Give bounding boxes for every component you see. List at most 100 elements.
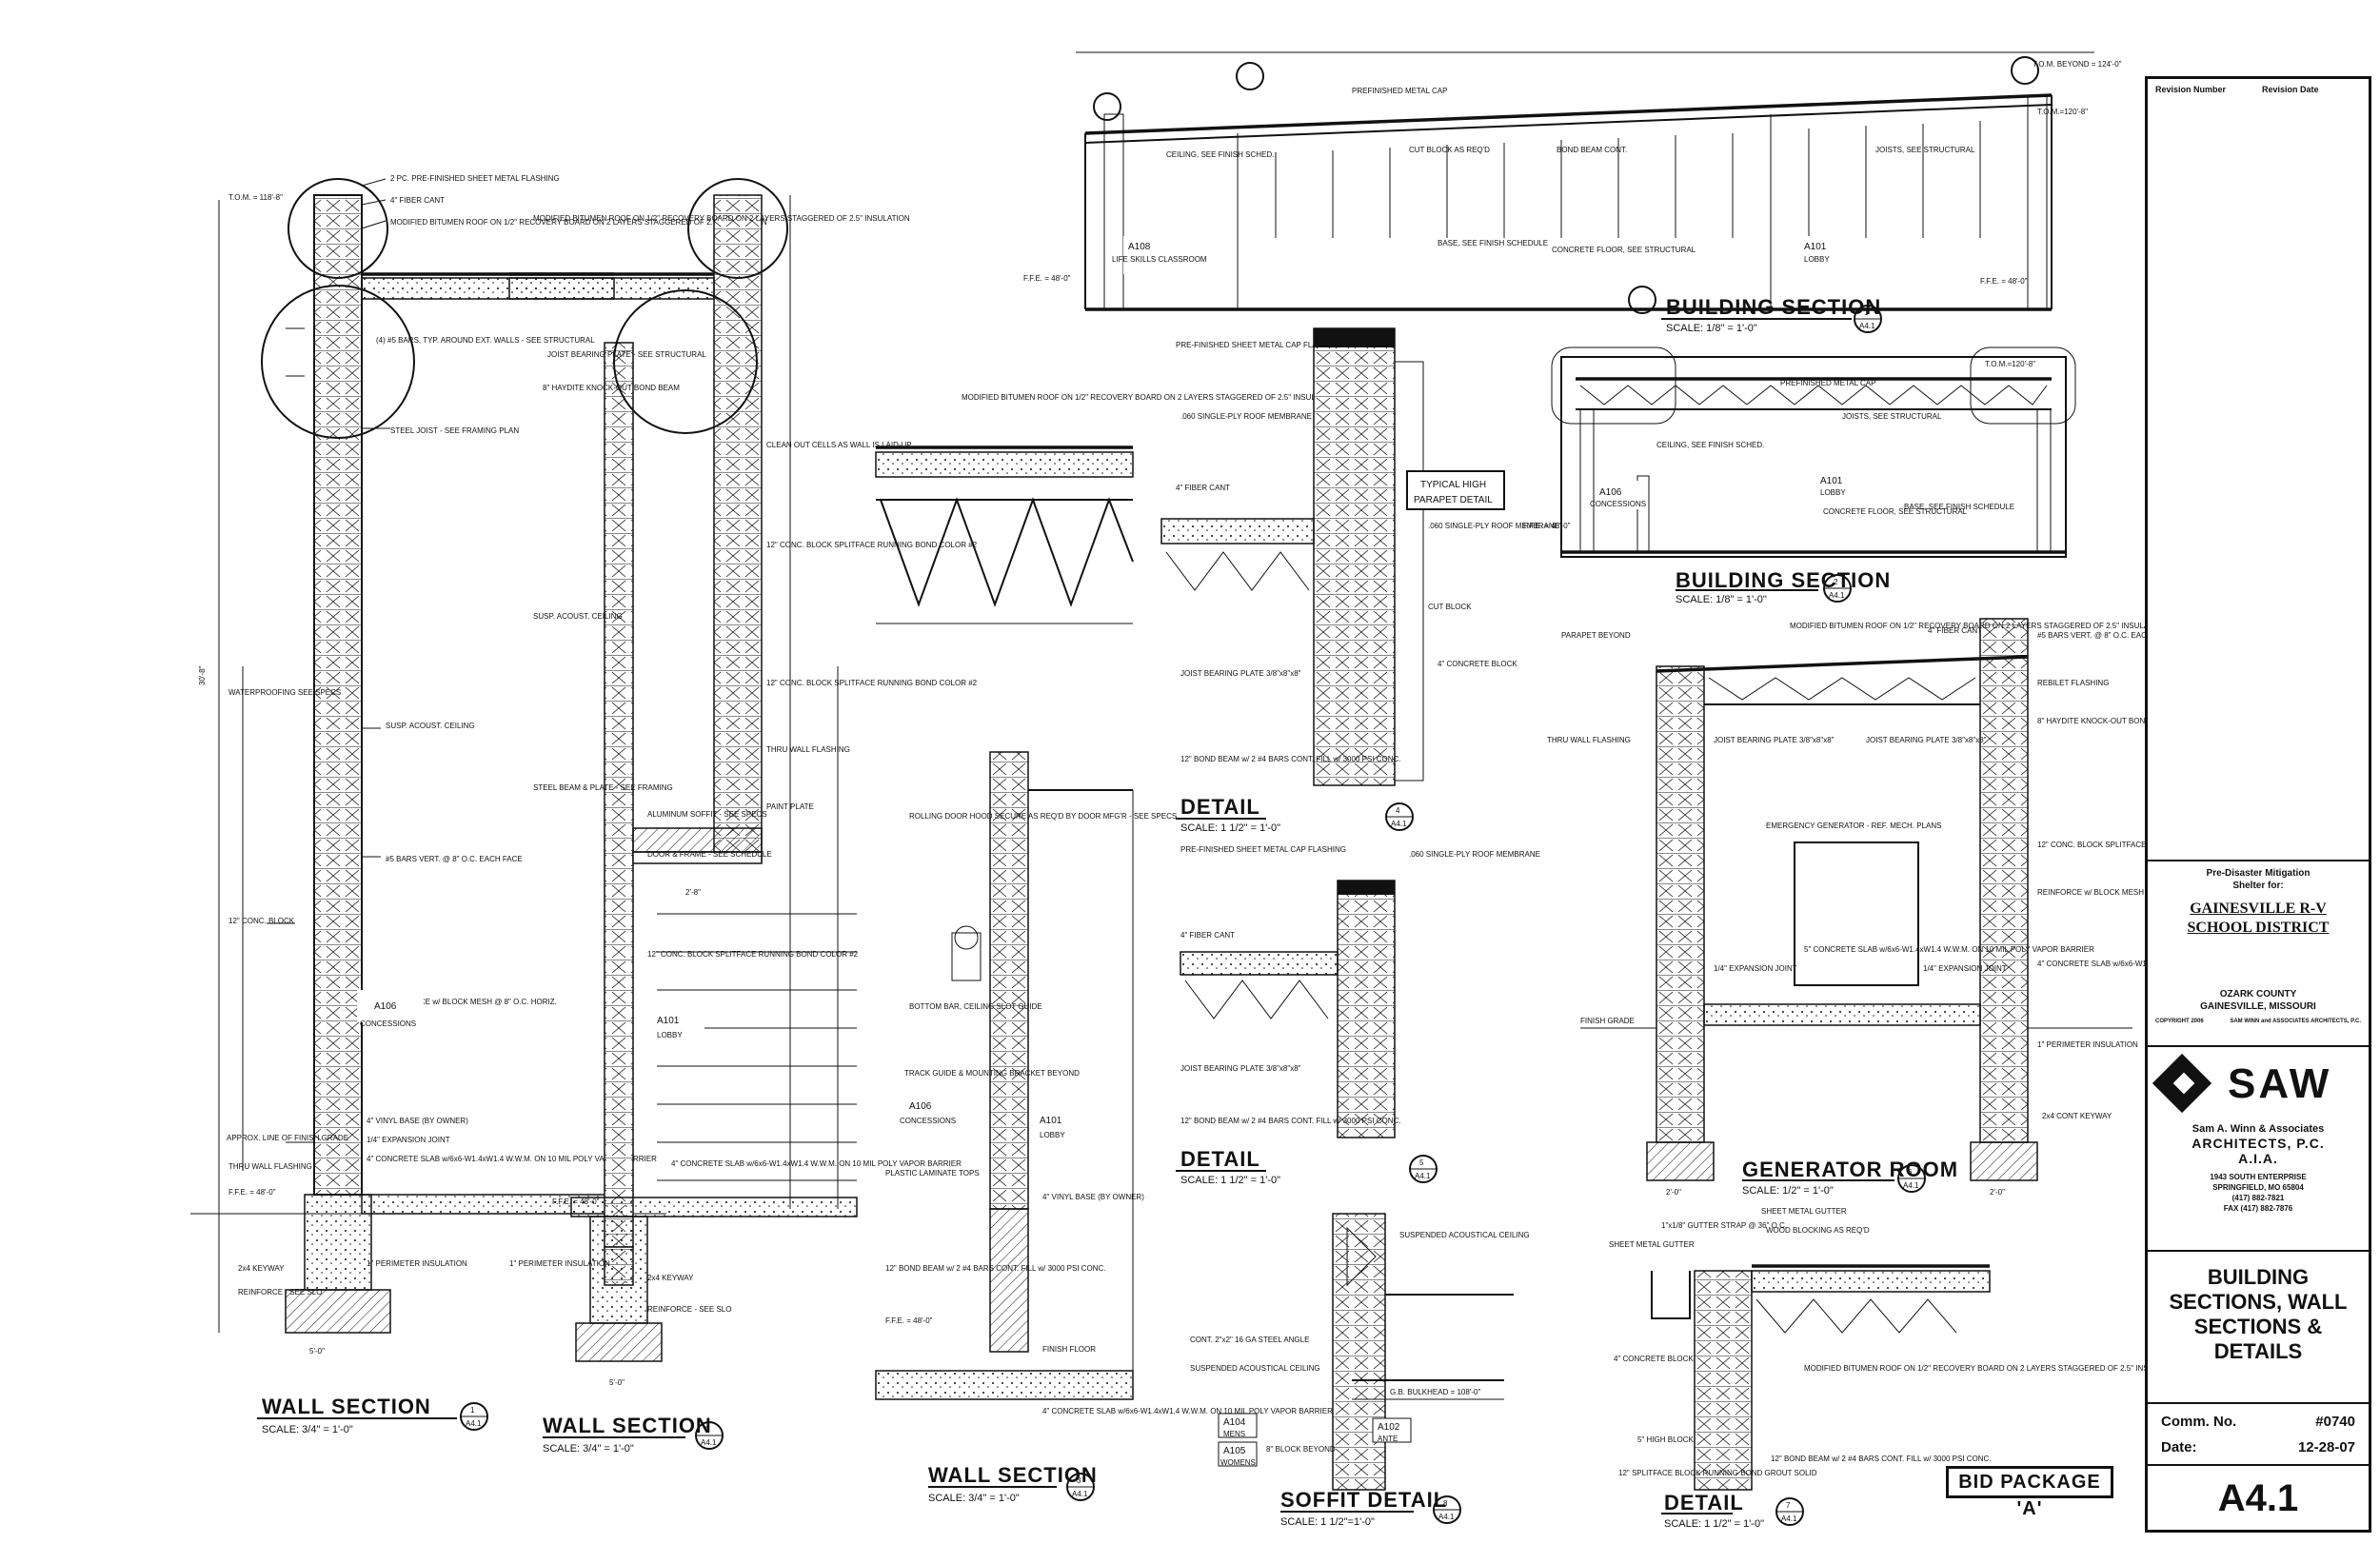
callout-label: PARAPET DETAIL [1414,495,1493,505]
drawing-title: DETAIL [1180,795,1260,819]
room-name: WOMENS [1220,1458,1256,1467]
note: (4) #5 BARS, TYP. AROUND EXT. WALLS - SE… [376,336,595,345]
note: REINFORCE w/ BLOCK MESH @ 8" O.C. HORIZ. [386,998,557,1006]
note: TRACK GUIDE & MOUNTING BRACKET BEYOND [904,1069,1080,1078]
room-number: A101 [1040,1116,1062,1126]
detail-sheet: A4.1 [466,1419,482,1428]
project-line: Shelter for: [2232,881,2284,891]
firm-name: Sam A. Winn & Associates [2192,1123,2325,1135]
dimension: 2'-0" [1990,1188,2005,1197]
dimension: 5'-0" [309,1347,325,1356]
note: 1" PERIMETER INSULATION [2037,1040,2138,1049]
sheet-number: A4.1 [2217,1477,2299,1519]
detail-sheet: A4.1 [1859,322,1875,330]
note: 4" VINYL BASE (BY OWNER) [367,1117,468,1125]
project-numbers: Comm. No. #0740 Date: 12-28-07 [2148,1402,2369,1471]
note: ALUMINUM SOFFIT - SEE SPECS [647,810,767,819]
note: REBILET FLASHING [2037,679,2109,687]
drawing-title: DETAIL [1180,1147,1260,1171]
elevation-tag: T.O.M.=120'-8" [2037,108,2088,116]
note: 4" CONCRETE BLOCK [1614,1355,1694,1363]
detail-sheet: A4.1 [1391,820,1407,828]
dimension: 2'-0" [1666,1188,1681,1197]
note: JOIST BEARING PLATE - SEE STRUCTURAL [547,350,706,359]
sheet-title: SECTIONS, WALL [2169,1290,2348,1314]
note: 8" HAYDITE KNOCK-OUT BOND BEAM [543,384,680,392]
note: 12" BOND BEAM w/ 2 #4 BARS CONT. FILL w/… [885,1264,1106,1273]
detail-number: 2 [1834,578,1838,586]
note: CUT BLOCK [1428,603,1472,611]
note: 4" FIBER CANT [1928,626,1982,635]
drawing-scale: SCALE: 3/4" = 1'-0" [543,1443,634,1455]
drawing-title: BUILDING SECTION [1666,295,1881,319]
note: SUSP. ACOUST. CEILING [533,612,623,621]
detail-5: PRE-FINISHED SHEET METAL CAP FLASHING .0… [1176,845,1540,1186]
room-number: A108 [1128,242,1151,252]
elevation-tag: F.F.E. = 48'-0" [552,1198,600,1206]
note: CONCRETE FLOOR, SEE STRUCTURAL [1552,246,1696,254]
note: THRU WALL FLASHING [1547,736,1631,744]
note: SHEET METAL GUTTER [1761,1207,1847,1216]
note: 8" BLOCK BEYOND [1266,1445,1336,1454]
detail-sheet: A4.1 [1415,1172,1431,1180]
comm-label: Comm. No. [2161,1414,2237,1430]
note: PREFINISHED METAL CAP [1780,379,1875,387]
note: .060 SINGLE-PLY ROOF MEMBRANE [1180,412,1312,421]
note: MODIFIED BITUMEN ROOF ON 1/2" RECOVERY B… [1790,622,2167,630]
drawing-title: WALL SECTION [543,1414,712,1437]
detail-4: PRE-FINISHED SHEET METAL CAP FLASHING .0… [1160,327,1559,834]
school-name: SCHOOL DISTRICT [2187,920,2330,936]
note: SUSP. ACOUST. CEILING [386,722,475,730]
date-value: 12-28-07 [2297,1439,2355,1455]
note: BOND BEAM CONT. [1557,146,1627,154]
comm-value: #0740 [2315,1414,2355,1430]
note: 4" CONCRETE BLOCK [1438,660,1517,668]
note: SUSPENDED ACOUSTICAL CEILING [1190,1364,1320,1373]
note: MODIFIED BITUMEN ROOF ON 1/2" RECOVERY B… [962,393,1339,402]
revision-number-label: Revision Number [2155,85,2227,94]
detail-number: 1 [1864,308,1869,317]
note: BOTTOM BAR, CEILING SLOT GUIDE [909,1002,1042,1011]
note: 4" FIBER CANT [390,196,445,205]
note: WOOD BLOCKING AS REQ'D [1766,1226,1870,1235]
firm-name: ARCHITECTS, P.C. [2192,1136,2325,1151]
drawing-title: GENERATOR ROOM [1742,1158,1958,1181]
room-number: A101 [1804,242,1827,252]
firm-address: SPRINGFIELD, MO 65804 [2212,1183,2304,1192]
room-number: A105 [1223,1446,1246,1456]
note: THRU WALL FLASHING [766,745,850,754]
detail-number: 1 [470,1406,475,1415]
detail-sheet: A4.1 [1781,1514,1797,1523]
wall-section-2: MODIFIED BITUMEN ROOF ON 1/2" RECOVERY B… [508,178,978,1455]
detail-number: 3 [1077,1476,1081,1485]
note: PAINT PLATE [766,802,814,811]
title-block: Revision Number Revision Date Pre-Disast… [2145,76,2371,1533]
copyright-firm: SAM WINN and ASSOCIATES ARCHITECTS, P.C. [2230,1019,2361,1024]
date-label: Date: [2161,1439,2197,1455]
note: 4" VINYL BASE (BY OWNER) [1042,1193,1144,1201]
note: ROLLING DOOR HOOD SECURE AS REQ'D BY DOO… [909,812,1177,821]
firm-fax: FAX (417) 882-7876 [2223,1204,2293,1213]
dimension: 5'-0" [609,1378,625,1387]
note: APPROX. LINE OF FINISH GRADE [227,1134,348,1142]
drawing-scale: SCALE: 3/4" = 1'-0" [928,1493,1020,1504]
room-name: LOBBY [1804,255,1830,264]
note: CEILING, SEE FINISH SCHED. [1656,441,1764,449]
note: 2x4 KEYWAY [647,1274,694,1282]
note: PREFINISHED METAL CAP [1352,87,1447,95]
copyright: COPYRIGHT 2006 [2155,1019,2204,1024]
building-section-mid: PREFINISHED METAL CAP JOISTS, SEE STRUCT… [1523,346,2076,605]
room-number: A106 [909,1101,932,1112]
drawing-title: WALL SECTION [928,1463,1098,1487]
note: 5" CONCRETE SLAB w/6x6-W1.4xW1.4 W.W.M. … [1804,945,2094,954]
room-number: A102 [1378,1422,1400,1433]
elevation-tag: F.F.E. = 48'-0" [228,1188,276,1197]
revision-date-label: Revision Date [2262,85,2319,94]
drawing-scale: SCALE: 1 1/2"=1'-0" [1280,1516,1375,1528]
location-info: OZARK COUNTY GAINESVILLE, MISSOURI COPYR… [2148,988,2369,1045]
school-name: GAINESVILLE R-V [2190,901,2327,917]
note: 5" HIGH BLOCK [1637,1435,1695,1444]
note: BASE, SEE FINISH SCHEDULE [1438,239,1548,247]
room-name: LOBBY [1820,488,1846,497]
city-state: GAINESVILLE, MISSOURI [2200,1001,2316,1012]
